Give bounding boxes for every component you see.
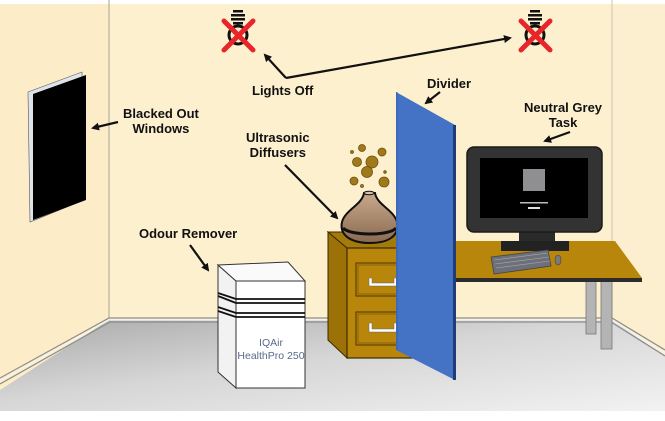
label-neutral-grey-task-line2: Task — [548, 115, 578, 130]
label-neutral-grey-task: Neutral Grey Task — [524, 100, 602, 130]
light-bulb-left-icon — [221, 10, 256, 53]
arrow-divider — [424, 91, 441, 105]
annotation-arrows — [91, 35, 571, 272]
arrow-blacked-out-windows — [91, 120, 119, 131]
label-odour-remover: Odour Remover — [139, 226, 238, 241]
keyboard — [490, 249, 552, 275]
label-blacked-out-windows-line2: Windows — [132, 121, 190, 136]
arrow-ultrasonic-diffusers — [284, 164, 339, 220]
arrow-lights-off-left — [263, 53, 287, 79]
label-divider: Divider — [427, 76, 472, 91]
blacked-out-window — [27, 71, 86, 223]
mist-bubbles — [349, 144, 390, 188]
neutral-grey-stimulus — [523, 169, 545, 191]
light-bulb-right-icon — [518, 10, 553, 53]
floor — [0, 320, 665, 411]
computer-monitor — [466, 146, 603, 251]
arrow-neutral-grey-task — [543, 130, 571, 143]
brand-line1: IQAir — [259, 337, 283, 349]
divider-panel — [396, 92, 456, 380]
label-ultrasonic-diffusers-line1: Ultrasonic — [246, 130, 310, 145]
label-lights-off: Lights Off — [252, 83, 314, 98]
label-blacked-out-windows: Blacked Out Windows — [123, 106, 199, 136]
label-blacked-out-windows-line1: Blacked Out — [123, 106, 199, 121]
air-purifier — [216, 261, 307, 390]
ultrasonic-diffuser — [340, 190, 399, 245]
mouse — [554, 254, 562, 266]
brand-line2: HealthPro 250 — [237, 350, 305, 362]
label-ultrasonic-diffusers: Ultrasonic Diffusers — [246, 130, 310, 160]
label-neutral-grey-task-line1: Neutral Grey — [524, 100, 603, 115]
air-purifier-brand-label: IQAir HealthPro 250 — [237, 337, 305, 363]
label-ultrasonic-diffusers-line2: Diffusers — [249, 145, 306, 160]
arrow-lights-off-right — [285, 35, 512, 80]
arrow-odour-remover — [189, 244, 210, 272]
